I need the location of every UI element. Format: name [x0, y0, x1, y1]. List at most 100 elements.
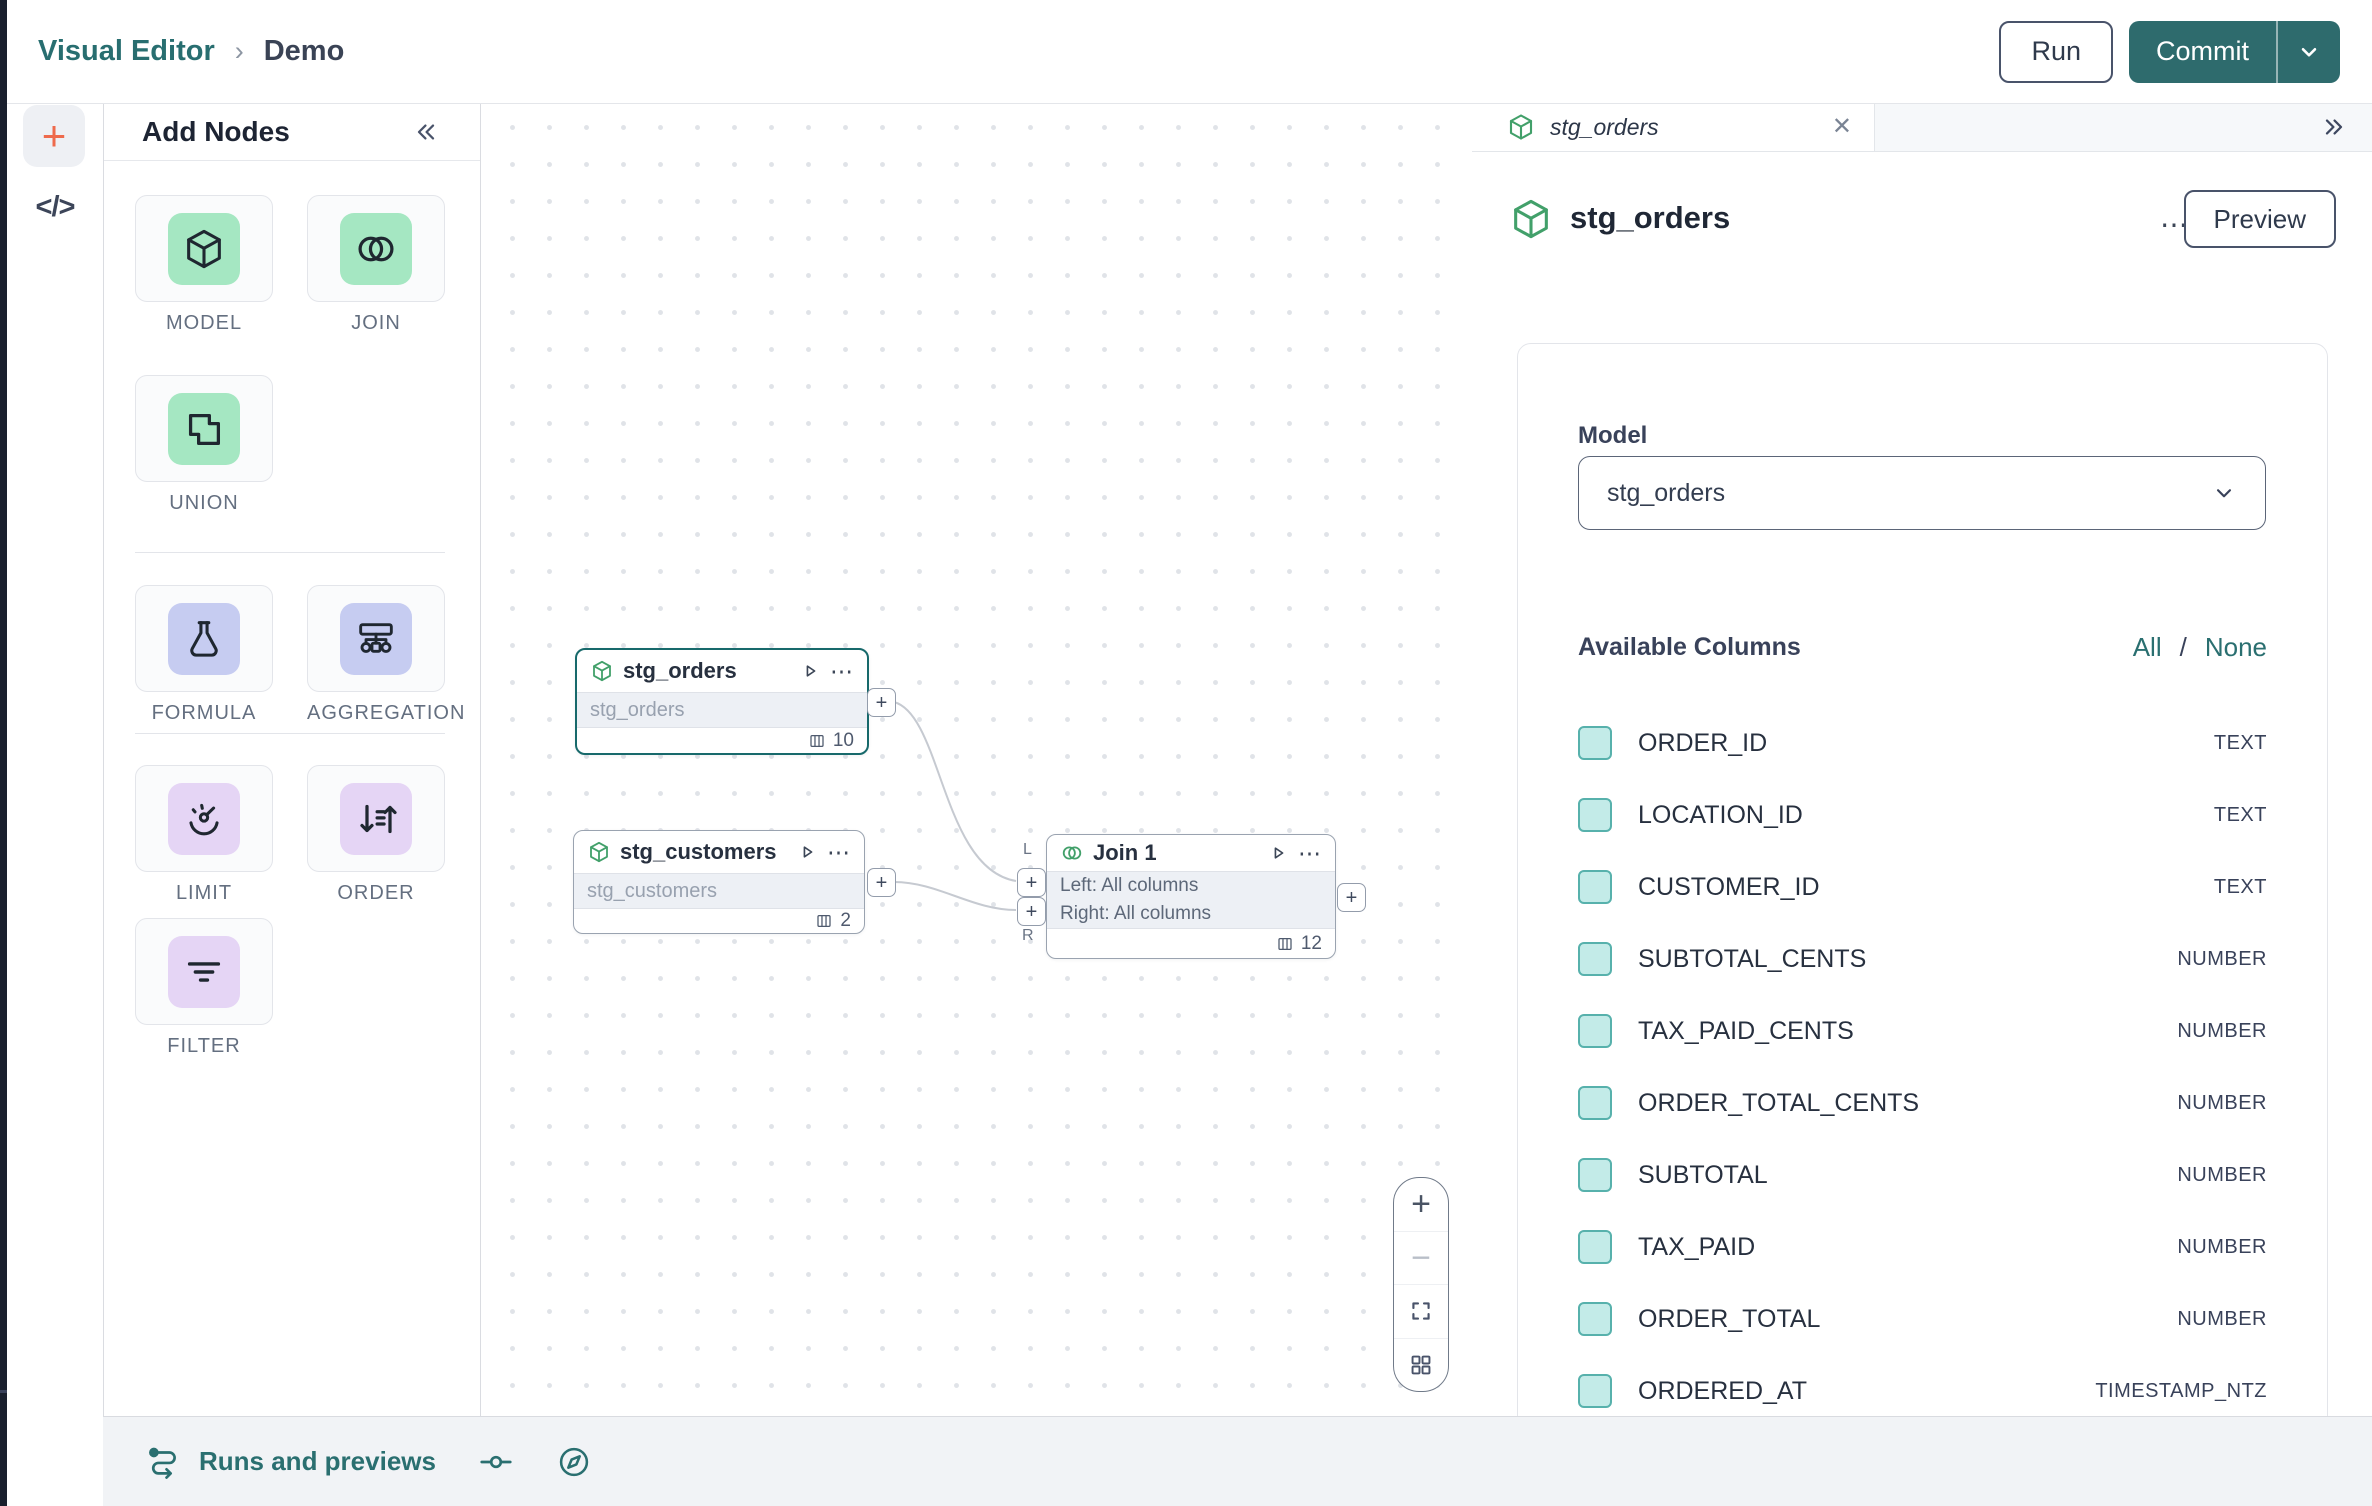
more-icon[interactable]: ⋯ [827, 838, 851, 865]
plus-icon: + [875, 691, 888, 714]
breadcrumb: Visual Editor › Demo [38, 0, 344, 103]
cube-icon [590, 841, 608, 863]
column-name: ORDER_ID [1638, 728, 1768, 757]
column-checkbox[interactable] [1578, 942, 1612, 976]
column-type: TEXT [2213, 803, 2267, 826]
node-title: stg_customers [620, 839, 777, 864]
column-checkbox[interactable] [1578, 1086, 1612, 1120]
available-columns-header: Available Columns All / None [1578, 632, 2267, 663]
workflow-runs-icon [149, 1447, 176, 1479]
column-checkbox[interactable] [1578, 798, 1612, 832]
column-checkbox[interactable] [1578, 726, 1612, 760]
canvas-zoom-controls: + − [1393, 1177, 1449, 1392]
add-nodes-title: Add Nodes [142, 115, 290, 147]
available-columns-title: Available Columns [1578, 633, 1801, 661]
topbar-actions: Run Commit [1999, 0, 2340, 103]
expand-panel-button[interactable] [2320, 103, 2348, 151]
close-icon[interactable]: ✕ [1831, 113, 1852, 140]
join-right-config: Right: All columns [1060, 903, 1212, 924]
add-node-aggregation[interactable]: AGGREGATION [307, 585, 464, 725]
more-icon[interactable]: ⋯ [1298, 839, 1322, 866]
code-view-button[interactable]: </> [7, 191, 103, 224]
more-icon[interactable]: ⋯ [2160, 209, 2190, 240]
add-node-rail-button[interactable]: + [23, 105, 85, 167]
column-select-links: All / None [2133, 632, 2267, 663]
canvas-node-join-1[interactable]: Join 1 ⋯ Left: All columns Right: All co… [1046, 834, 1336, 959]
join-icon [358, 236, 394, 261]
branch-commit-icon [480, 1455, 512, 1468]
join-left-input-port[interactable]: + [1017, 868, 1046, 897]
column-name: SUBTOTAL_CENTS [1638, 944, 1867, 973]
column-checkbox[interactable] [1578, 1158, 1612, 1192]
stg-orders-output-port[interactable]: + [867, 688, 896, 717]
canvas-node-stg-orders[interactable]: stg_orders ⋯ stg_orders 10 [575, 648, 869, 755]
play-icon[interactable] [799, 660, 821, 682]
app-left-edge-seam [0, 1390, 7, 1393]
stg-customers-output-port[interactable]: + [867, 868, 896, 897]
cube-icon [187, 229, 221, 268]
node-footer: 2 [574, 909, 864, 933]
commit-node-button[interactable] [478, 1444, 514, 1480]
app-left-edge [0, 0, 7, 1506]
join-output-port[interactable]: + [1337, 883, 1366, 912]
collapse-panel-button[interactable] [412, 118, 440, 146]
cube-icon [593, 660, 611, 682]
more-icon[interactable]: ⋯ [830, 657, 854, 684]
add-node-union[interactable]: UNION [135, 375, 273, 515]
select-all-link[interactable]: All [2132, 632, 2162, 662]
commit-dropdown-button[interactable] [2276, 20, 2340, 83]
column-checkbox[interactable] [1578, 1014, 1612, 1048]
add-node-label: FILTER [167, 1035, 241, 1057]
panel-header: stg_orders ⋯ Preview [1472, 152, 2372, 297]
zoom-in-button[interactable]: + [1394, 1178, 1448, 1231]
flow-canvas[interactable]: stg_orders ⋯ stg_orders 10 stg_customers… [480, 103, 1473, 1416]
runs-and-previews-button[interactable]: Runs and previews [145, 1443, 436, 1481]
breadcrumb-visual-editor-link[interactable]: Visual Editor [38, 35, 215, 67]
cube-icon [1509, 114, 1533, 140]
aggregation-icon [359, 622, 393, 653]
bottom-status-bar: Runs and previews [103, 1416, 2372, 1506]
column-checkbox[interactable] [1578, 1302, 1612, 1336]
play-icon[interactable] [796, 841, 818, 863]
canvas-node-stg-customers[interactable]: stg_customers ⋯ stg_customers 2 [573, 830, 865, 934]
select-none-link[interactable]: None [2204, 632, 2267, 662]
auto-layout-button[interactable] [1394, 1337, 1448, 1392]
preview-button[interactable]: Preview [2183, 190, 2336, 248]
panel-title: stg_orders [1570, 200, 1731, 235]
tab-stg-orders[interactable]: stg_orders ✕ [1472, 103, 1875, 151]
column-name: SUBTOTAL [1638, 1160, 1768, 1189]
add-node-filter[interactable]: FILTER [135, 918, 273, 1058]
plus-icon: + [1025, 900, 1038, 923]
column-checkbox[interactable] [1578, 1230, 1612, 1264]
add-node-join[interactable]: JOIN [307, 195, 445, 335]
node-header: Join 1 ⋯ [1047, 835, 1335, 871]
node-body: stg_customers [574, 873, 864, 909]
code-icon: </> [35, 191, 76, 223]
breadcrumb-separator: › [234, 36, 244, 66]
add-node-formula[interactable]: FORMULA [135, 585, 273, 725]
fit-view-icon [1412, 1302, 1430, 1320]
minus-icon: − [1411, 1238, 1431, 1277]
zoom-out-button[interactable]: − [1394, 1230, 1448, 1285]
run-button[interactable]: Run [1999, 20, 2113, 83]
column-name: ORDERED_AT [1638, 1376, 1808, 1405]
play-icon[interactable] [1267, 842, 1289, 864]
column-checkbox[interactable] [1578, 1374, 1612, 1408]
add-node-model[interactable]: MODEL [135, 195, 273, 335]
join-right-input-port[interactable]: + [1017, 897, 1046, 926]
node-body: stg_orders [577, 692, 867, 728]
fit-view-button[interactable] [1394, 1284, 1448, 1338]
model-select[interactable]: stg_orders [1578, 456, 2266, 530]
column-checkbox[interactable] [1578, 870, 1612, 904]
add-node-limit[interactable]: LIMIT [135, 765, 273, 905]
commit-button[interactable]: Commit [2156, 36, 2249, 66]
plus-icon: + [1411, 1185, 1431, 1224]
top-bar: Visual Editor › Demo Run Commit [7, 0, 2372, 104]
column-name: TAX_PAID_CENTS [1638, 1016, 1854, 1045]
columns-list: ORDER_ID TEXT LOCATION_ID TEXT CUSTOMER_… [1578, 707, 2267, 1416]
explore-button[interactable] [556, 1444, 592, 1480]
plus-icon: + [875, 871, 888, 894]
add-node-order[interactable]: ORDER [307, 765, 445, 905]
breadcrumb-current-page: Demo [263, 35, 345, 67]
plus-icon: + [1025, 871, 1038, 894]
